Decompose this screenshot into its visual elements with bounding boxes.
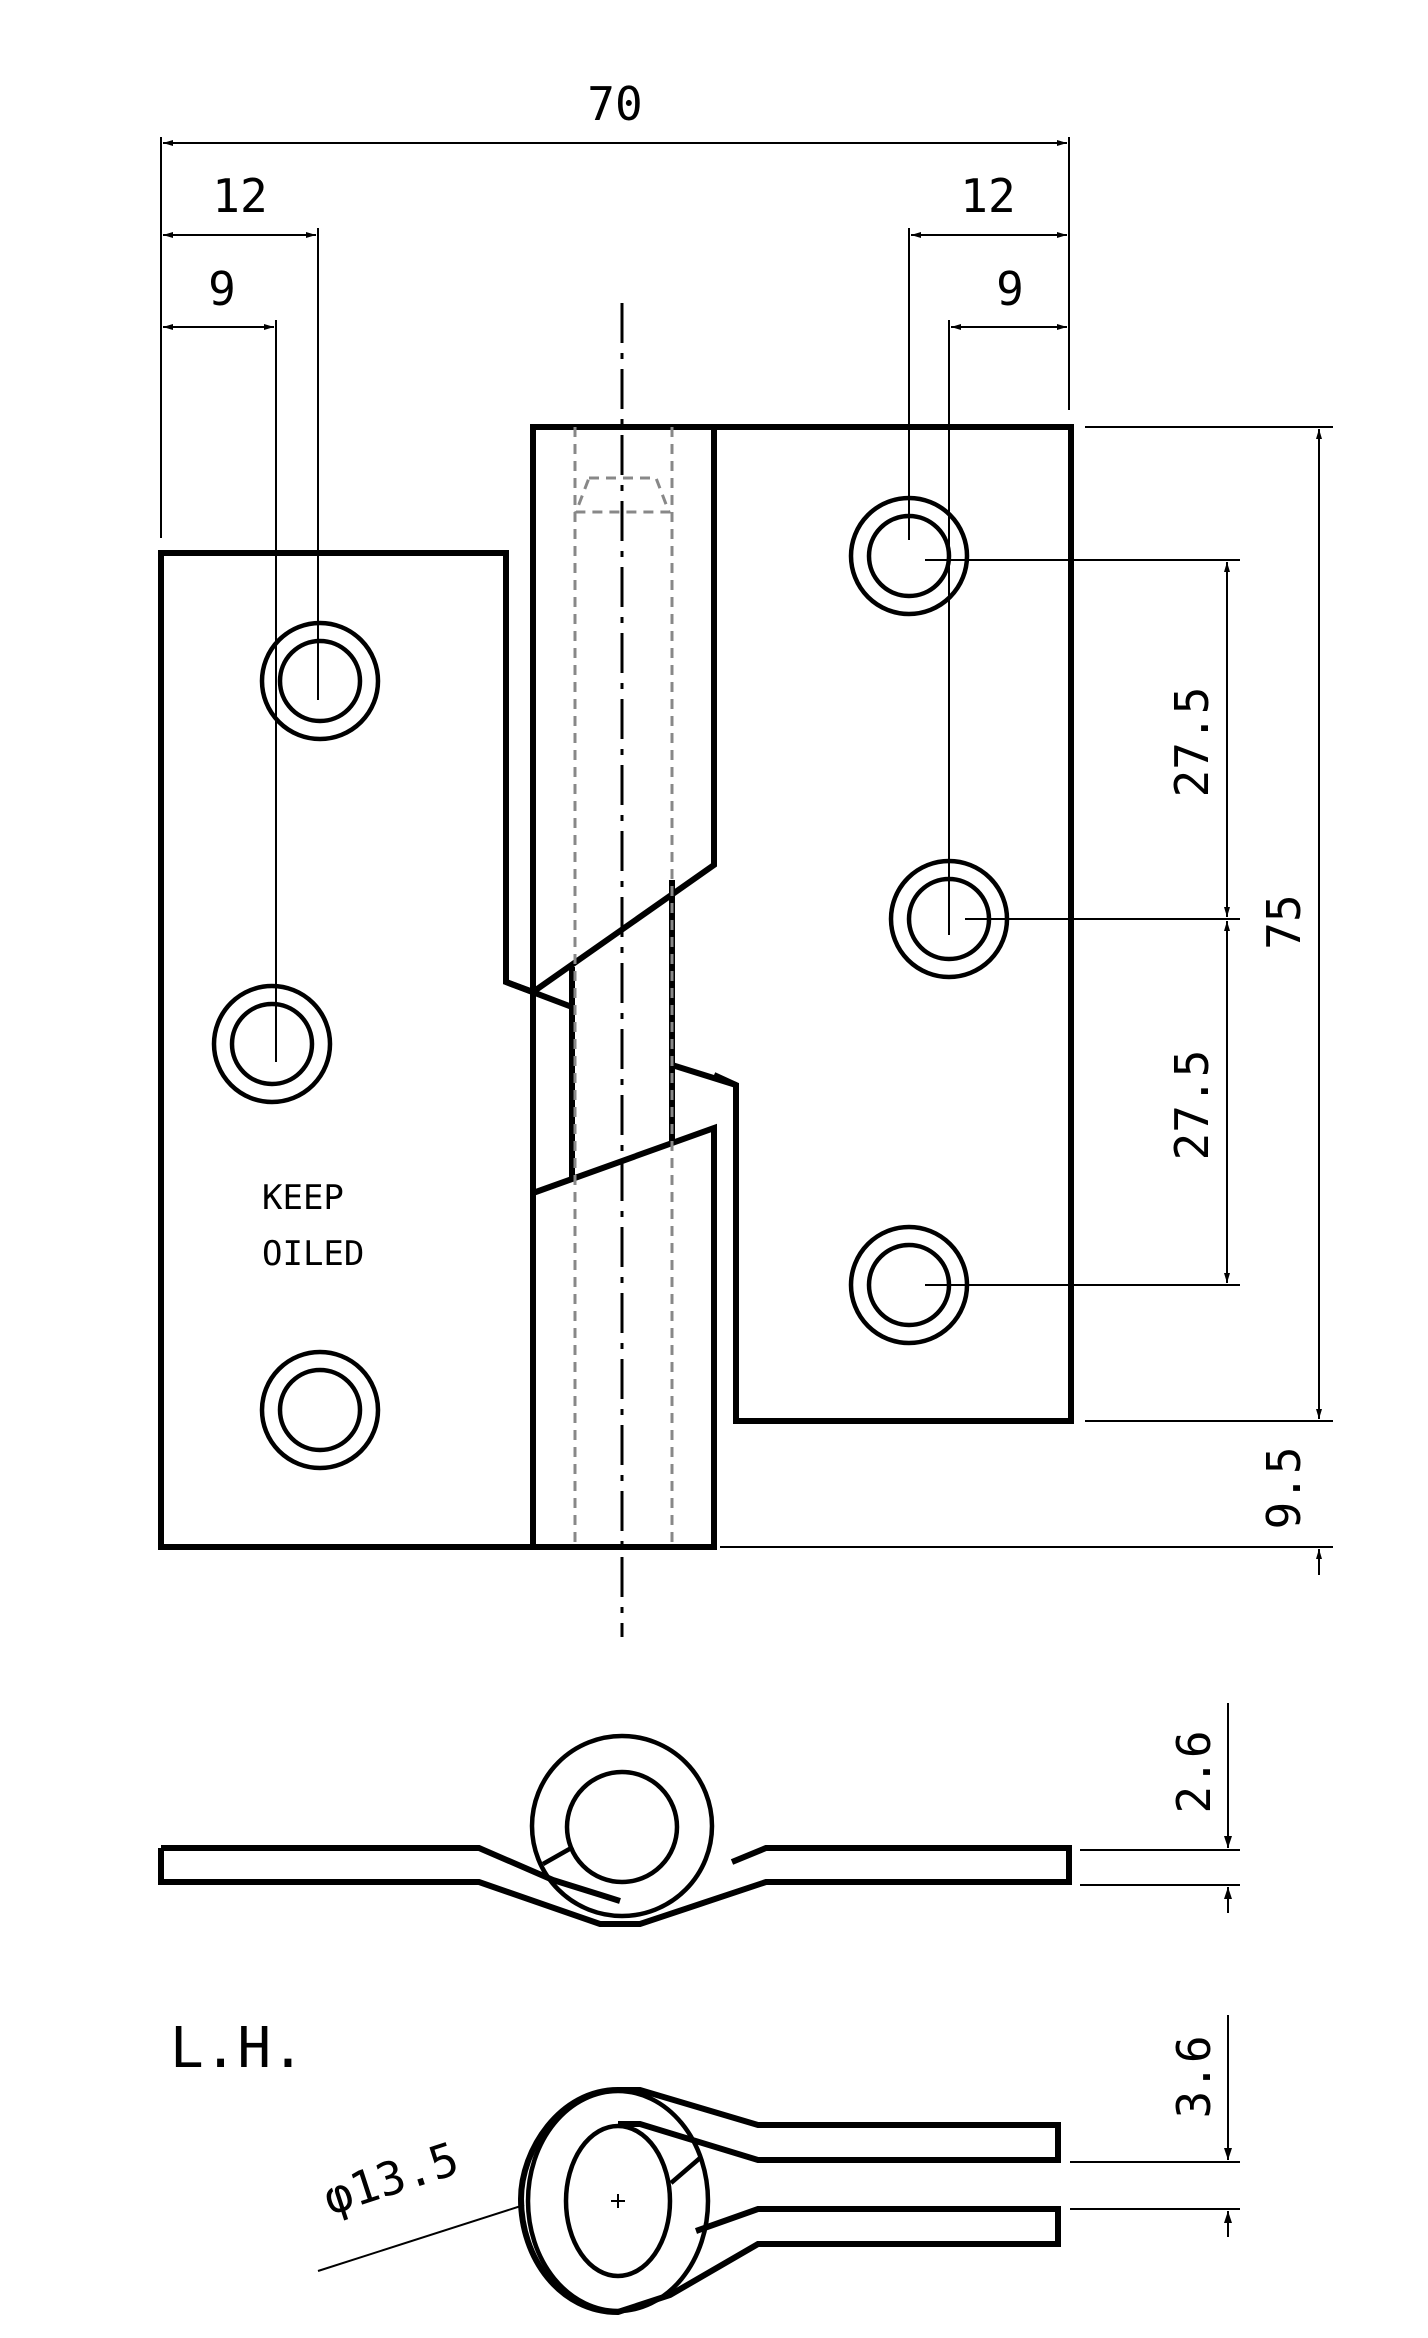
left-leaf-outline	[158, 550, 536, 1550]
dim-left-12: 12	[212, 169, 267, 223]
dim-right-12: 12	[960, 169, 1015, 223]
dim-extension-lines	[160, 137, 1070, 1062]
knuckle-inner	[564, 1769, 680, 1885]
right-leaf-outline	[712, 424, 1074, 1424]
knuckle-seam	[541, 1845, 575, 1866]
stamp-oiled: OILED	[262, 1234, 364, 1274]
dim-extension-lines-gap	[1070, 2015, 1240, 2237]
left-leaf-holes	[211, 620, 381, 1471]
dim-overall-width: 70	[587, 77, 642, 131]
knuckle-outer	[529, 1733, 715, 1919]
countersunk-hole	[211, 983, 333, 1105]
dim-left-9: 9	[208, 262, 236, 316]
dim-arrows-gap	[1224, 2148, 1232, 2223]
right-leaf-holes	[848, 495, 1010, 1346]
upper-knuckle-outline	[530, 424, 717, 998]
dim-leaf-offset: 9.5	[1257, 1446, 1311, 1529]
leaf-plate-open	[158, 1845, 1072, 1927]
dim-pitch-upper: 27.5	[1165, 687, 1219, 798]
hole-bore	[277, 638, 363, 724]
pin-center-mark	[611, 2194, 625, 2208]
diameter-leader	[317, 2204, 525, 2272]
hole-bore	[229, 1001, 315, 1087]
dim-arrows-thickness	[1224, 1836, 1232, 1899]
closed-leaf-upper	[618, 2087, 1061, 2163]
lower-knuckle-outline	[530, 1123, 717, 1550]
hole-bore	[277, 1367, 363, 1453]
pin-head-hidden	[573, 476, 672, 514]
front-view: KEEP OILED 70 12 9 12 9 27.5 27.5 75 9.5	[158, 77, 1333, 1637]
dim-extension-lines-right	[720, 426, 1333, 1548]
dim-knuckle-diameter: φ13.5	[317, 2131, 465, 2225]
closed-knuckle-ring	[525, 2088, 711, 2314]
dim-thickness: 2.6	[1167, 1730, 1221, 1813]
closed-knuckle-seam	[669, 2156, 702, 2185]
dim-right-9: 9	[996, 262, 1024, 316]
hand-label: L.H.	[170, 2016, 305, 2081]
dim-extension-lines-thickness	[1080, 1703, 1240, 1913]
dim-leaf-height: 75	[1257, 894, 1311, 949]
countersunk-hole	[259, 620, 381, 742]
dim-pitch-lower: 27.5	[1165, 1050, 1219, 1161]
stamp-keep: KEEP	[262, 1178, 344, 1218]
countersunk-hole	[259, 1349, 381, 1471]
dim-gap: 3.6	[1167, 2035, 1221, 2118]
top-view-closed: L.H. φ13.5 3.6	[170, 2015, 1240, 2316]
top-view-open: 2.6	[158, 1703, 1240, 1927]
closed-pin	[563, 2123, 673, 2279]
left-leaf-step	[504, 979, 574, 1010]
